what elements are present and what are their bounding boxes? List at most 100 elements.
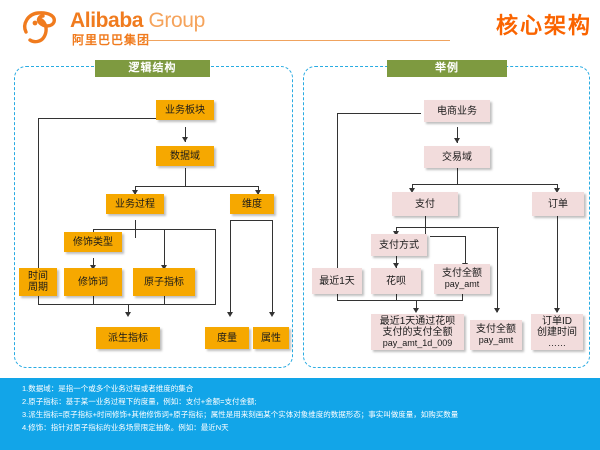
connector: [38, 118, 163, 119]
alibaba-logo: Alibaba Group 阿里巴巴集团: [20, 6, 280, 48]
connector: [396, 256, 397, 268]
arrow-icon: [454, 138, 460, 143]
node-order[interactable]: 订单: [532, 192, 584, 216]
node-derived-pay-amount-1d-huabei[interactable]: 最近1天通过花呗 支付的支付全额 pay_amt_1d_009: [371, 314, 464, 350]
arrow-icon: [413, 308, 419, 313]
connector: [396, 294, 397, 300]
connector: [93, 258, 94, 270]
node-decorator-type[interactable]: 修饰类型: [64, 232, 122, 252]
arrow-icon: [182, 137, 188, 142]
node-payment[interactable]: 支付: [392, 192, 458, 216]
node-label-line1: 支付全额: [442, 268, 482, 279]
node-label: 最近1天: [319, 275, 355, 287]
connector: [412, 184, 557, 185]
node-label-line1: 订单ID: [542, 315, 572, 327]
node-attribute[interactable]: 属性: [253, 327, 289, 349]
node-transaction-domain[interactable]: 交易域: [424, 146, 490, 168]
brand-name-group: Group: [148, 9, 206, 32]
node-label-line1: 时间: [28, 271, 48, 282]
node-label: 电商业务: [437, 105, 477, 117]
node-measure[interactable]: 度量: [205, 327, 249, 349]
node-label-line2: pay_amt: [478, 335, 514, 345]
connector: [272, 220, 273, 314]
node-label: 业务过程: [115, 198, 155, 210]
connector: [230, 220, 231, 314]
header-divider: [140, 40, 450, 41]
node-label: 支付方式: [379, 239, 419, 251]
page-header: Alibaba Group 阿里巴巴集团 核心架构: [0, 0, 600, 48]
connector: [93, 229, 215, 230]
connector: [457, 168, 458, 184]
footer-note-4: 4.修饰：指针对原子指标的业务场景限定抽象。例如：最近N天: [22, 423, 229, 432]
connector: [337, 113, 338, 278]
node-business-sector[interactable]: 业务板块: [156, 100, 214, 120]
node-label-line1: 支付全额: [476, 324, 516, 335]
arrow-icon: [393, 231, 399, 236]
connector: [396, 227, 397, 234]
node-label: 原子指标: [144, 276, 184, 288]
node-decorator-word[interactable]: 修饰词: [64, 268, 122, 296]
node-label: 维度: [242, 198, 262, 210]
connector: [337, 300, 463, 301]
connector: [412, 184, 413, 191]
arrow-icon: [554, 308, 560, 313]
connector: [135, 186, 258, 187]
node-label: 交易域: [442, 151, 472, 163]
connector: [164, 296, 165, 304]
node-data-domain[interactable]: 数据域: [156, 146, 214, 166]
node-measure-pay-amount[interactable]: 支付全额 pay_amt: [470, 320, 522, 350]
connector: [185, 168, 186, 186]
alibaba-logo-icon: [23, 11, 56, 44]
node-label-line2: 周期: [28, 282, 48, 293]
node-label: 度量: [217, 332, 237, 344]
connector: [462, 294, 463, 300]
node-time-period[interactable]: 时间 周期: [19, 268, 57, 296]
arrow-icon: [125, 312, 131, 317]
connector: [557, 216, 558, 312]
connector: [230, 220, 272, 221]
node-ecommerce-business[interactable]: 电商业务: [424, 100, 490, 122]
node-payment-method[interactable]: 支付方式: [371, 234, 427, 256]
node-label-line2: 创建时间: [537, 326, 577, 338]
connector: [128, 304, 129, 314]
node-label-line2: 支付的支付全额: [382, 326, 453, 338]
arrow-icon: [90, 265, 96, 270]
node-label: 修饰类型: [73, 236, 113, 248]
node-label: 订单: [548, 198, 568, 210]
node-huabei[interactable]: 花呗: [371, 268, 421, 294]
node-label: 业务板块: [165, 104, 205, 116]
node-label: 属性: [261, 332, 281, 344]
connector: [38, 290, 39, 304]
node-order-attributes[interactable]: 订单ID 创建时间 ……: [531, 314, 583, 350]
panel-title-example: 举例: [387, 60, 507, 77]
brand-name-cn: 阿里巴巴集团: [72, 33, 151, 47]
footer-notes: 1.数据域：是指一个或多个业务过程或者维度的集合 2.原子指标：基于某一业务过程…: [0, 378, 600, 450]
node-business-process[interactable]: 业务过程: [106, 194, 164, 214]
arrow-icon: [393, 263, 399, 268]
footer-note-1: 1.数据域：是指一个或多个业务过程或者维度的集合: [22, 384, 194, 393]
node-label-line3: ……: [548, 337, 566, 348]
connector: [396, 227, 499, 228]
node-last-1-day[interactable]: 最近1天: [312, 268, 362, 294]
node-label: 花呗: [386, 275, 406, 287]
node-atomic-metric[interactable]: 原子指标: [133, 268, 195, 296]
node-label: 数据域: [170, 150, 200, 162]
node-derived-metric[interactable]: 派生指标: [96, 327, 160, 349]
node-label-line2: pay_amt: [444, 279, 480, 289]
connector: [38, 118, 39, 290]
brand-name-en: Alibaba: [70, 9, 144, 32]
node-pay-amount[interactable]: 支付全额 pay_amt: [434, 264, 490, 294]
arrow-icon: [409, 188, 415, 193]
node-label: 派生指标: [108, 332, 148, 344]
connector: [164, 229, 165, 269]
arrow-icon: [161, 265, 167, 270]
connector: [425, 216, 426, 236]
connector: [38, 304, 216, 305]
connector: [416, 300, 417, 310]
node-dimension[interactable]: 维度: [230, 194, 274, 214]
panel-title-logical-structure: 逻辑结构: [95, 60, 210, 77]
connector: [457, 127, 458, 143]
arrow-icon: [132, 190, 138, 195]
node-label-line3: pay_amt_1d_009: [382, 337, 453, 348]
connector: [430, 236, 465, 237]
